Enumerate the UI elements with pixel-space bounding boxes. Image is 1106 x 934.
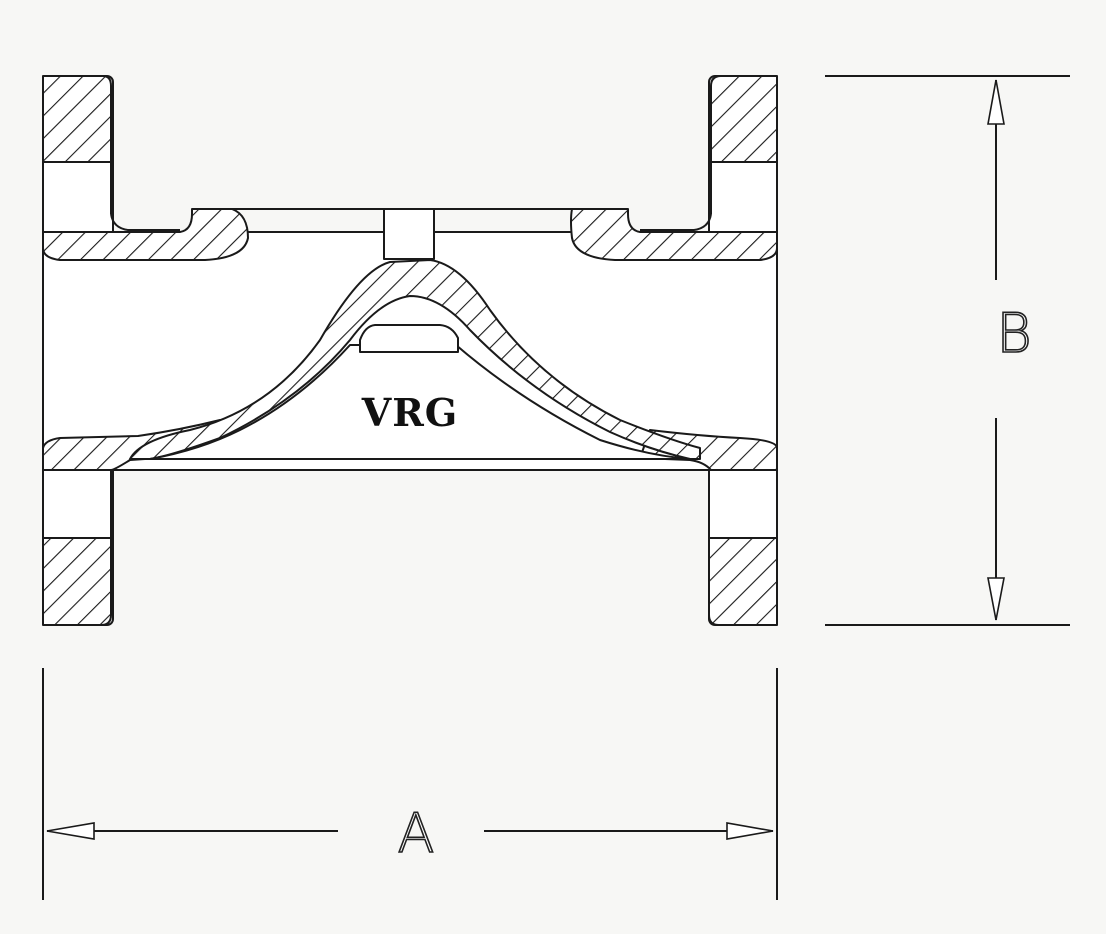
top-left-flange-section [42,75,112,163]
upper-left-wall-section [42,208,249,261]
dim-b-top-arrow [987,79,1005,125]
logo-backdrop [318,392,506,436]
logo-text: VRG [361,390,459,435]
weir-section [129,259,701,460]
bottom-left-flange-section [42,537,112,626]
upper-right-fillet [640,213,712,231]
bottom-right-flange-section [708,537,778,626]
dimension-b: B [825,75,1070,626]
stem-port [383,208,435,260]
upper-right-wall-section [570,208,778,261]
top-right-flange-section [710,75,778,163]
dim-a-label: A [398,802,435,865]
dim-a-right-arrow [726,822,774,840]
upper-left-fillet [110,213,180,231]
dimension-a: A [42,668,778,900]
dim-b-label: B [996,302,1031,365]
dim-b-bottom-arrow [987,577,1005,621]
valve-body [42,75,778,626]
seat-block [359,324,459,353]
dim-a-left-arrow [46,822,95,840]
